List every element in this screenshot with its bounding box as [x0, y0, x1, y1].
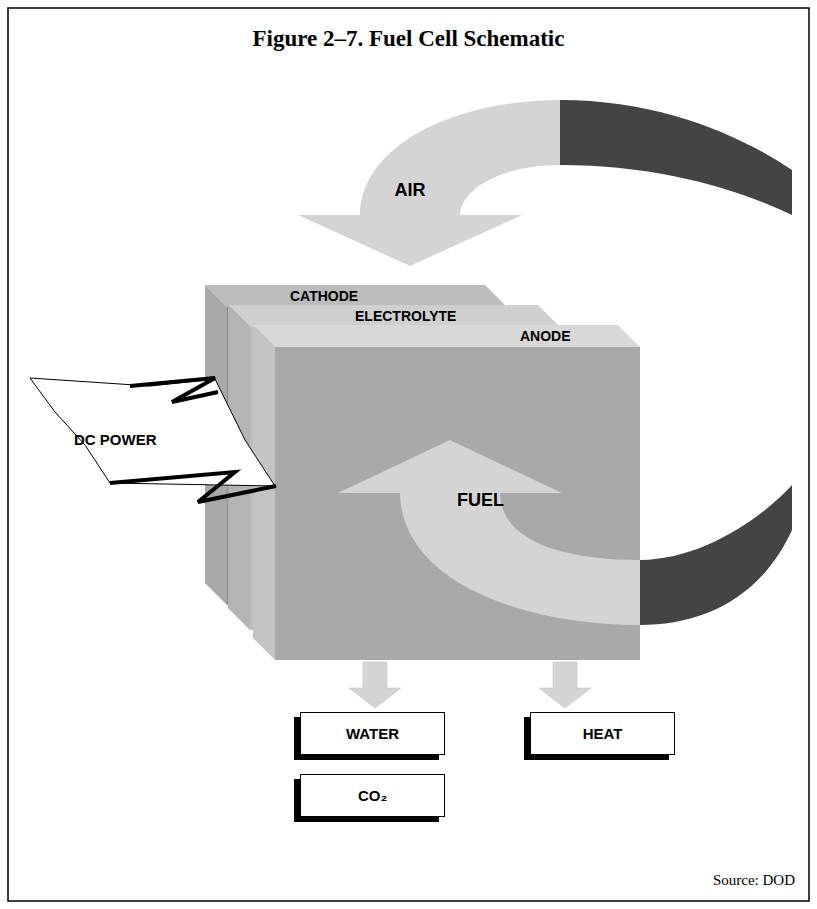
output-box: WATER: [300, 712, 445, 755]
cell-plate: ANODE: [253, 325, 640, 660]
air-arrow-head: [298, 215, 522, 266]
cell-plate: CATHODE: [205, 285, 507, 605]
fuel-arrow-tail: [640, 485, 792, 625]
lightning-bolt: [110, 472, 276, 502]
output-arrow: [539, 662, 591, 708]
cell-plate: ELECTROLYTE: [228, 305, 560, 630]
box-label: WATER: [346, 725, 399, 742]
output-arrow: [349, 662, 401, 708]
source-note: Source: DOD: [713, 872, 795, 889]
plate-label: ELECTROLYTE: [355, 308, 456, 324]
electrolyte-top: [228, 305, 560, 327]
air-arrow-band: [360, 100, 560, 216]
anode-side: [253, 325, 275, 660]
plate-label: CATHODE: [290, 288, 358, 304]
box-label: CO₂: [358, 787, 387, 804]
air-arrow-tail: [560, 100, 792, 215]
anode-face: [275, 347, 640, 660]
figure-frame: [8, 8, 809, 901]
box-label: HEAT: [583, 725, 623, 742]
output-box: HEAT: [530, 712, 675, 755]
fuel-arrow-band: [400, 492, 640, 625]
flow-label: AIR: [395, 180, 426, 201]
fuel-arrow-head: [338, 440, 562, 493]
anode-top: [253, 325, 640, 347]
output-box: CO₂: [300, 774, 445, 817]
cathode-top: [205, 285, 507, 307]
figure-title: Figure 2–7. Fuel Cell Schematic: [0, 26, 817, 52]
flow-label: FUEL: [457, 490, 504, 511]
plate-label: ANODE: [520, 328, 571, 344]
lightning-bolt: [130, 378, 218, 402]
power-label: DC POWER: [74, 431, 157, 448]
